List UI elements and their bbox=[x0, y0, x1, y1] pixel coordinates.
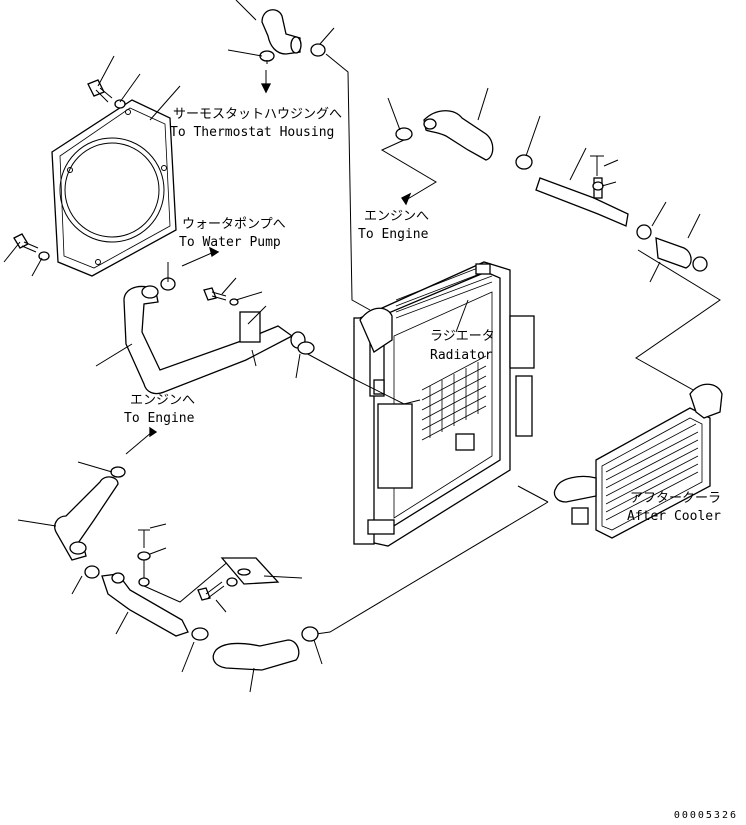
water-pump-label-jp: ウォータポンプへ bbox=[182, 217, 286, 232]
fan-shroud bbox=[51, 99, 177, 277]
aftercooler-label-en: After Cooler bbox=[627, 509, 721, 524]
radiator-label-en: Radiator bbox=[430, 348, 493, 363]
lower-left-hoses bbox=[17, 426, 323, 693]
aftercooler bbox=[315, 383, 723, 635]
upper-right-hoses bbox=[380, 87, 721, 397]
water-pump-hose bbox=[95, 246, 315, 395]
engine-left-label-en: To Engine bbox=[124, 411, 195, 426]
thermostat-label-en: To Thermostat Housing bbox=[170, 125, 335, 140]
aftercooler-label-jp: アフタークーラ bbox=[630, 491, 722, 506]
drawing-code: 00005326 bbox=[673, 810, 738, 821]
leaders-shroud bbox=[3, 55, 181, 277]
engine-top-label-jp: エンジンへ bbox=[364, 209, 430, 224]
radiator-label-jp: ラジエータ bbox=[430, 329, 495, 344]
thermostat-hose bbox=[227, 0, 371, 311]
thermostat-arrow bbox=[260, 70, 272, 94]
engine-top-label-en: To Engine bbox=[358, 227, 429, 242]
thermostat-label-jp: サーモスタットハウジングへ bbox=[173, 107, 343, 122]
water-pump-label-en: To Water Pump bbox=[179, 235, 281, 250]
radiator bbox=[303, 261, 535, 547]
engine-left-label-jp: エンジンへ bbox=[130, 393, 196, 408]
